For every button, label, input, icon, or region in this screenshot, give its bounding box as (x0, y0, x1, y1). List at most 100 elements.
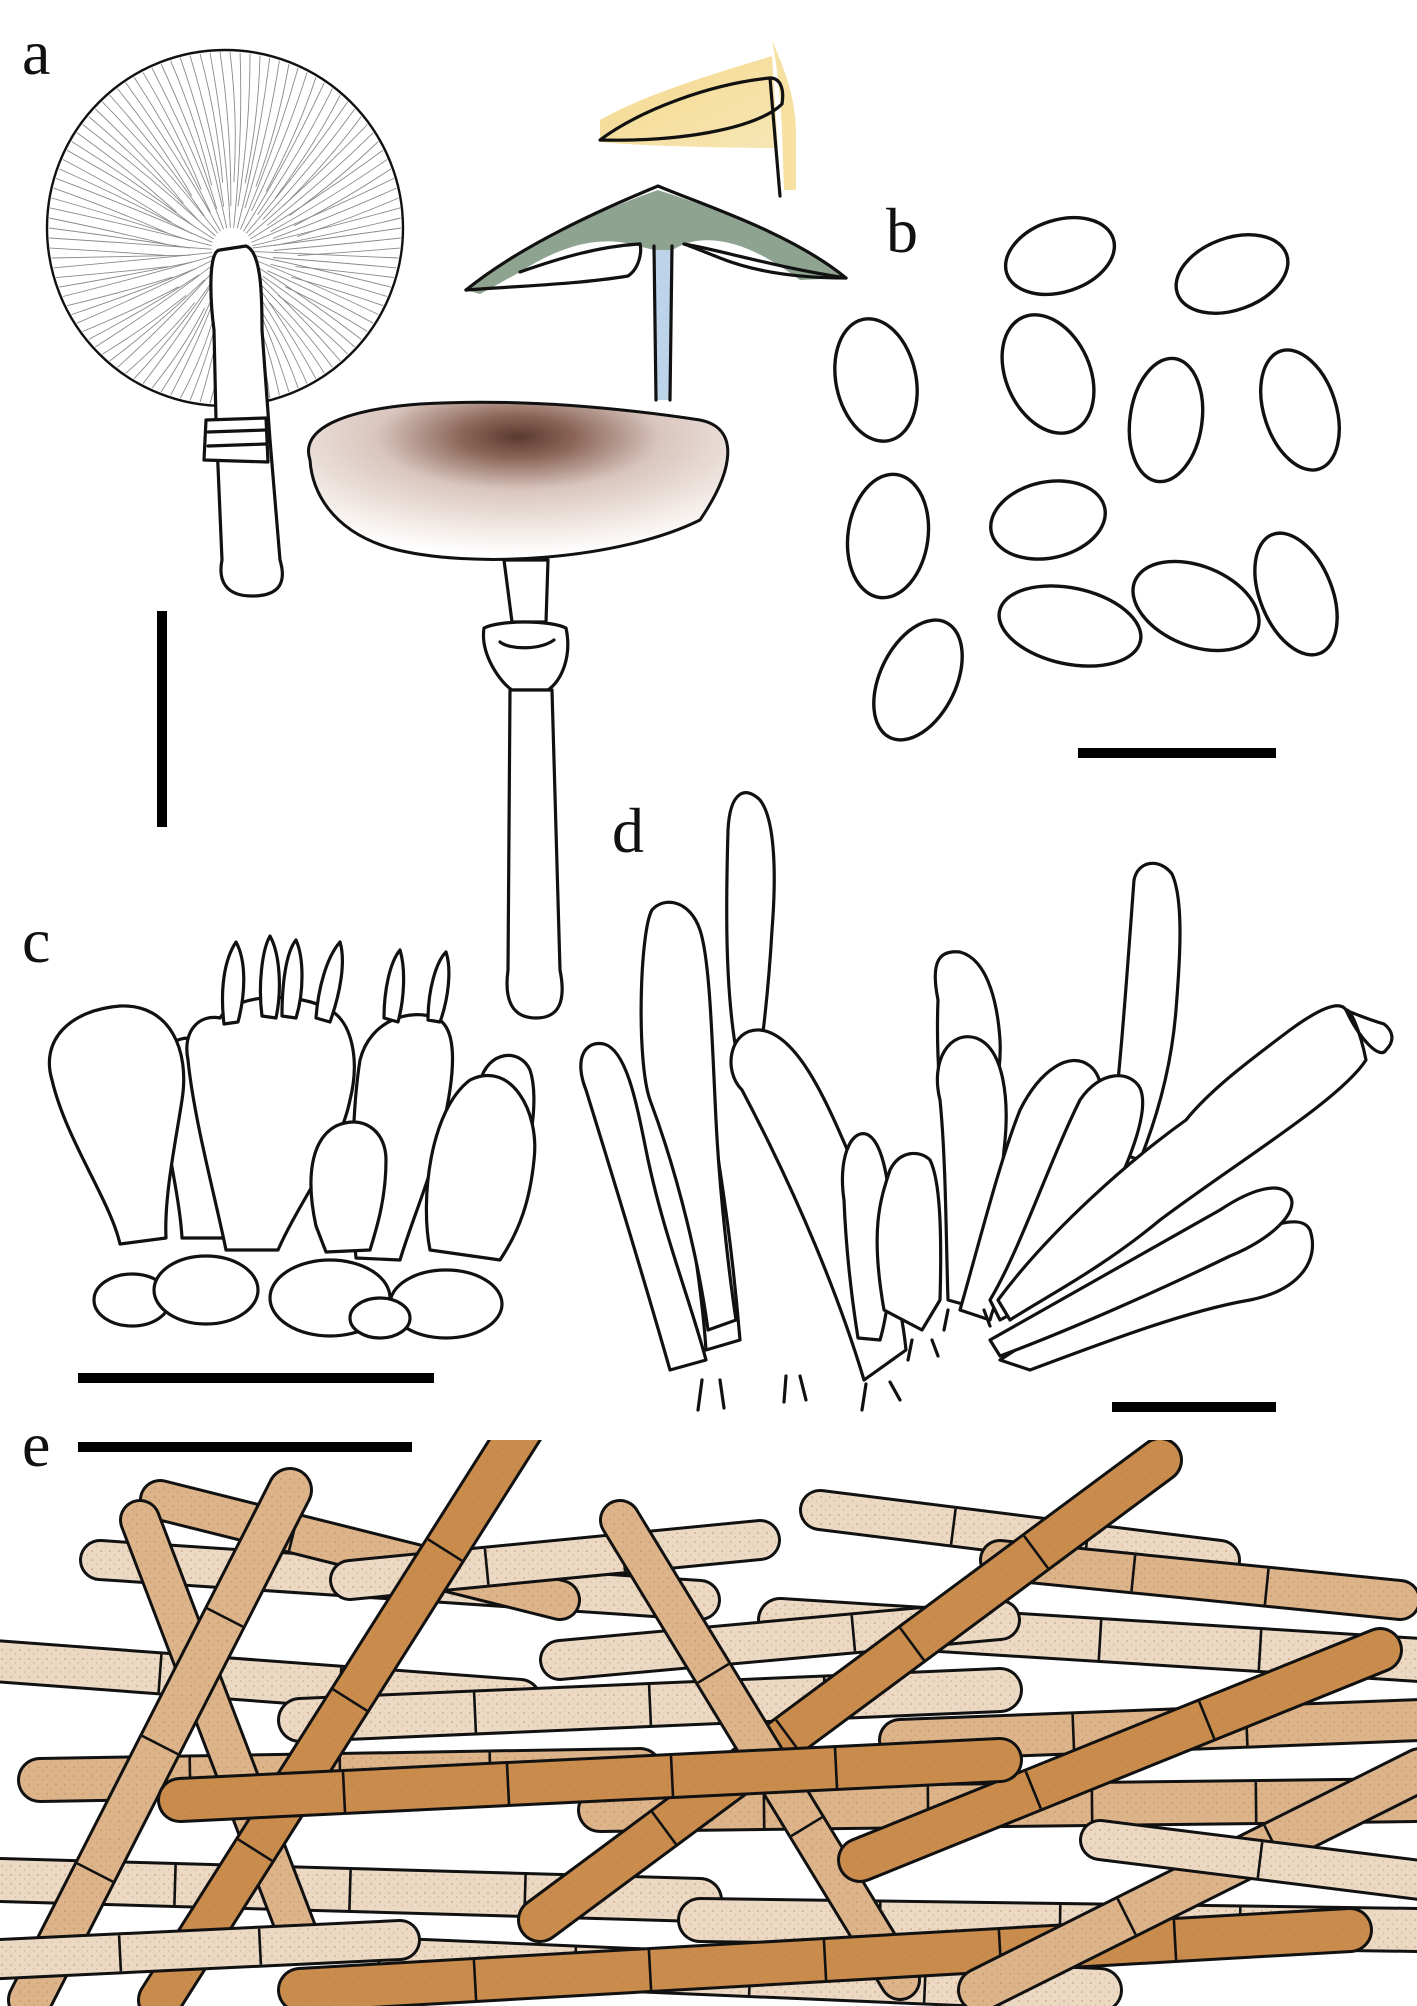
gill-line (170, 60, 213, 186)
gill-line (76, 258, 216, 324)
hypha-septum (1071, 1714, 1076, 1753)
gill-line (247, 260, 362, 340)
basidiospore (1131, 559, 1261, 653)
hypha-pigment-texture (162, 1742, 1018, 1818)
gill-line (252, 207, 401, 247)
basidia-group (47, 934, 537, 1340)
hypha-septum (1256, 1841, 1264, 1879)
gill-line (151, 67, 224, 230)
gill-line (117, 263, 220, 368)
hypha-septum (697, 1662, 730, 1684)
gill-line (55, 177, 213, 243)
hypha-septum (257, 1928, 263, 1965)
gill-line (82, 286, 179, 332)
panel-c-label: c (22, 905, 50, 976)
gill-line (53, 187, 168, 234)
gill-line (251, 177, 395, 243)
panel-b-label: b (886, 195, 918, 266)
hypha-septum (117, 1935, 123, 1972)
gill-line (125, 82, 221, 232)
hypha-septum (949, 1508, 957, 1545)
gill-line (219, 52, 232, 207)
hypha-septum (206, 1607, 244, 1628)
gill-line (62, 255, 214, 297)
gill-line (49, 237, 212, 250)
gill-line (133, 283, 211, 380)
spore-group (833, 215, 1341, 742)
hypha-septum (173, 1864, 177, 1906)
gill-line (109, 279, 205, 362)
gill-line (272, 257, 397, 269)
hypha-septum (899, 1627, 925, 1661)
fruitbody-underside-drawing (45, 48, 405, 598)
hypha-septum (790, 1816, 823, 1838)
hypha-septum (647, 1949, 653, 1991)
gill-line (251, 72, 308, 212)
hypha-septum (472, 1692, 478, 1733)
gill-line (88, 116, 200, 222)
gill-line (252, 227, 402, 249)
hypha-pigment-texture (0, 1924, 416, 1976)
gill-line (233, 52, 242, 228)
hypha-septum (850, 1615, 857, 1652)
gill-line (109, 94, 205, 217)
basidiospore (872, 618, 964, 742)
basidiole (309, 1120, 388, 1254)
panel-e-label: e (22, 1409, 50, 1480)
hypha-septum (1130, 1555, 1137, 1592)
basidiospore (1127, 356, 1205, 484)
gill-line (101, 101, 219, 234)
gill-line (102, 294, 187, 355)
panel-e: e (0, 1409, 1417, 2006)
sterigma (258, 934, 281, 1020)
gill-line (48, 227, 191, 249)
hypha-septum (1197, 1701, 1216, 1739)
longitudinal-section-yellow (598, 40, 796, 198)
gill-line (189, 55, 225, 207)
panel-d: d (579, 791, 1394, 1412)
hypha-septum (647, 1684, 653, 1726)
gill-line (50, 207, 212, 247)
panel-c: c (22, 905, 537, 1383)
basidiospore (989, 479, 1107, 561)
panel-b: b (833, 195, 1341, 758)
gill-line (265, 77, 317, 192)
gill-line (273, 237, 401, 251)
gill-line (259, 307, 299, 389)
basidiospore (1259, 348, 1341, 472)
gill-line (255, 63, 290, 187)
panel-a-label: a (22, 17, 50, 88)
gill-line (250, 149, 384, 240)
gill-line (94, 108, 184, 204)
gill-line (160, 63, 218, 210)
hypha-septum (505, 1763, 511, 1805)
gill-line (273, 217, 401, 247)
gill-line (125, 302, 196, 374)
gill-line (267, 132, 374, 226)
hypha-septum (833, 1747, 839, 1789)
gill-line (88, 274, 200, 340)
panel-d-label: d (612, 795, 644, 866)
gill-line (272, 187, 397, 239)
basidiospore (1003, 215, 1117, 297)
gill-line (82, 124, 216, 237)
gill-line (76, 132, 177, 213)
panel-a: a (22, 17, 848, 1020)
hypha-septum (1257, 1629, 1263, 1671)
hypha-septum (1097, 1619, 1103, 1661)
cheilocystidium (579, 1041, 708, 1372)
sterigma (280, 938, 304, 1020)
gill-line (267, 270, 374, 324)
gill-line (51, 197, 191, 242)
hypha-septum (1023, 1535, 1049, 1569)
hypha-pigment-texture (962, 1752, 1417, 2006)
hypha-septum (822, 1939, 828, 1981)
gill-line (251, 254, 391, 288)
hypha-septum (332, 1688, 368, 1712)
gill-line (257, 280, 333, 368)
gill-line (142, 72, 202, 190)
gill-line (277, 294, 349, 355)
gill-line (117, 88, 193, 196)
gill-line (262, 108, 356, 220)
